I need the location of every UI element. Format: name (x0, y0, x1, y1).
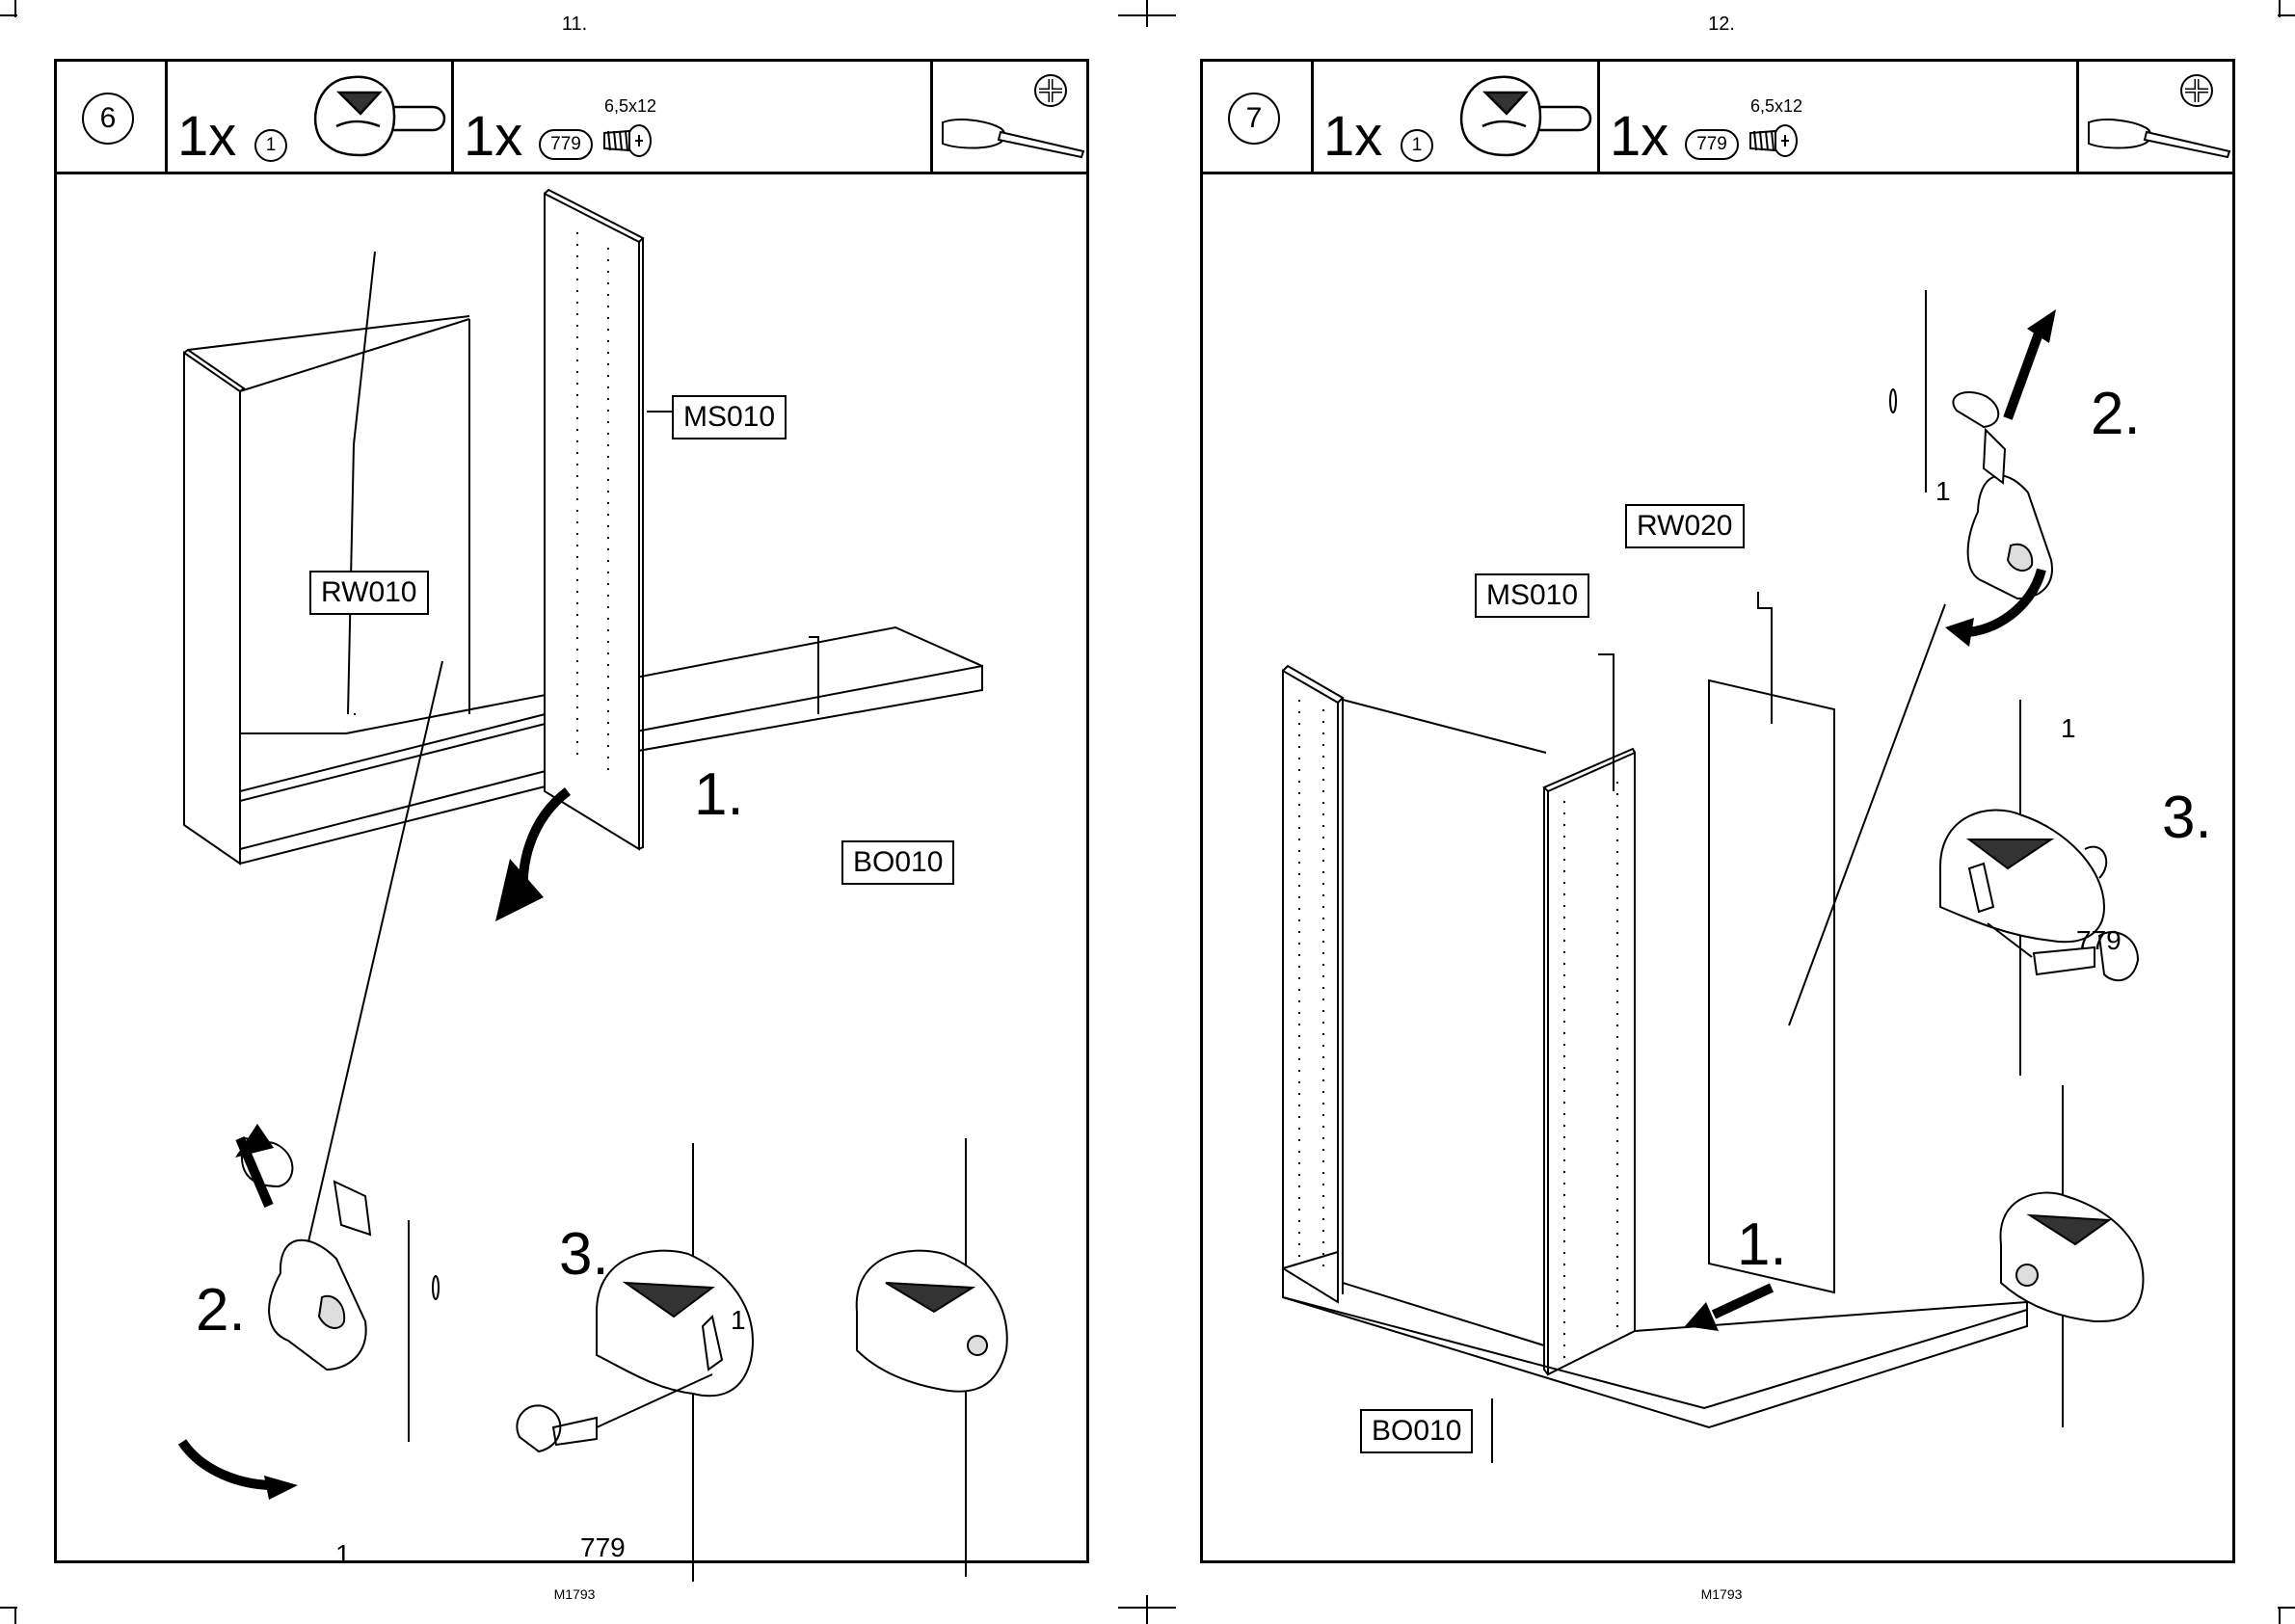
callout-number: 779 (2076, 927, 2122, 954)
step-cell: 7 (1203, 62, 1314, 172)
part-label-ms010: MS010 (1475, 573, 1589, 618)
part-quantity: 1x (177, 108, 236, 166)
part-label-bo010: BO010 (841, 840, 954, 885)
part-cell-fitting: 1x 1 (168, 62, 454, 172)
tool-cell (2079, 62, 2235, 172)
screw-size: 6,5x12 (604, 96, 656, 117)
step-label: 3. (559, 1225, 609, 1285)
page-number: 12. (1664, 13, 1779, 36)
part-label-rw010: RW010 (309, 571, 429, 615)
step-label: 1. (1737, 1215, 1787, 1275)
assembly-drawing (1203, 174, 2232, 1562)
part-label-bo010: BO010 (1360, 1409, 1473, 1453)
screwdriver-icon (2085, 115, 2239, 173)
step-label: 1. (694, 765, 744, 825)
callout-number: 1 (731, 1307, 746, 1334)
page-footer: M1793 (1664, 1586, 1779, 1602)
parts-header: 6 1x 1 1x 779 6,5x12 (57, 62, 1086, 174)
step-cell: 6 (57, 62, 168, 172)
part-id: 779 (539, 129, 593, 160)
step-label: 2. (2091, 385, 2141, 444)
screw-size: 6,5x12 (1750, 96, 1802, 117)
tool-cell (933, 62, 1089, 172)
part-id: 1 (254, 129, 287, 162)
page-footer: M1793 (517, 1586, 632, 1602)
step-label: 3. (2162, 788, 2212, 848)
instruction-frame: 7 1x 1 1x 779 6,5x12 (1200, 59, 2235, 1563)
callout-number: 1 (1935, 478, 1951, 505)
part-id: 1 (1401, 129, 1433, 162)
part-label-rw020: RW020 (1625, 504, 1745, 548)
part-cell-screw: 1x 779 6,5x12 (1600, 62, 2079, 172)
screw-icon (1745, 120, 1802, 168)
phillips-head-icon (1033, 73, 1072, 112)
callout-number: 1 (2061, 715, 2076, 742)
cam-fitting-icon (1449, 73, 1593, 160)
part-quantity: 1x (1323, 108, 1382, 166)
part-cell-screw: 1x 779 6,5x12 (454, 62, 933, 172)
instruction-frame: 6 1x 1 1x 779 6,5x12 (54, 59, 1089, 1563)
screw-icon (599, 120, 656, 168)
page-number: 11. (517, 13, 632, 36)
cam-fitting-icon (303, 73, 447, 160)
part-quantity: 1x (1610, 108, 1668, 166)
step-label: 2. (196, 1281, 246, 1341)
part-label-ms010: MS010 (672, 395, 787, 439)
part-cell-fitting: 1x 1 (1314, 62, 1600, 172)
callout-number: 779 (580, 1534, 626, 1561)
step-number: 6 (82, 93, 134, 145)
part-quantity: 1x (464, 108, 522, 166)
part-id: 779 (1685, 129, 1739, 160)
screwdriver-icon (939, 115, 1093, 173)
callout-number: 1 (335, 1541, 351, 1568)
step-number: 7 (1228, 93, 1280, 145)
parts-header: 7 1x 1 1x 779 6,5x12 (1203, 62, 2232, 174)
phillips-head-icon (2179, 73, 2218, 112)
